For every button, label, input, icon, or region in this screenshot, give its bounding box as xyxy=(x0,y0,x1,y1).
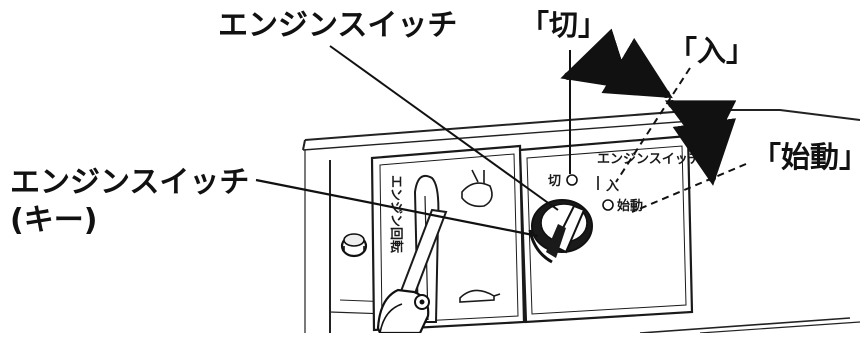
leader-lines xyxy=(255,45,747,238)
off-position-label: 「切」 xyxy=(520,8,608,42)
engine-switch-key-label-line2: (キー) xyxy=(10,203,98,239)
leader-engine-switch xyxy=(329,45,559,211)
tortoise-icon xyxy=(459,289,501,303)
leader-start xyxy=(631,163,747,213)
mark-on: 入 xyxy=(606,179,619,194)
engine-switch-key-label: エンジンスイッチ (キー) xyxy=(10,164,249,241)
switch-plate-title: エンジンスイッチ xyxy=(597,152,701,167)
mark-start: 始動 xyxy=(617,198,643,214)
throttle-lever xyxy=(376,208,448,335)
leader-on xyxy=(615,67,691,183)
arrow-off-on xyxy=(560,28,673,99)
hare-icon xyxy=(461,169,493,208)
dashboard-panel xyxy=(302,109,861,334)
lever-plate-label: エンジン回転 xyxy=(388,175,404,253)
on-position-label: 「入」 xyxy=(668,34,756,68)
engine-switch-key xyxy=(528,199,593,264)
start-position-label: 「始動」 xyxy=(752,140,862,174)
engine-switch-key-label-line1: エンジンスイッチ xyxy=(10,165,250,200)
rotation-arrows xyxy=(560,28,737,186)
engine-switch-label: エンジンスイッチ xyxy=(218,8,458,43)
panel-bolt-icon xyxy=(340,233,368,258)
mark-off: 切 xyxy=(548,174,561,189)
leader-engine-switch-key xyxy=(255,178,539,238)
arrow-on-start xyxy=(664,100,737,186)
